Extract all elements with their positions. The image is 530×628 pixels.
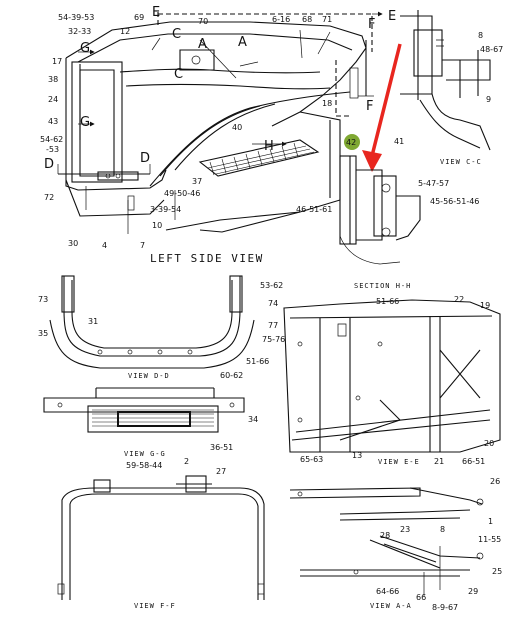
- callout-45-56-51-46: 45-56-51-46: [430, 197, 479, 206]
- callout-7: 7: [140, 241, 145, 250]
- view-c-c-diagram: [400, 10, 491, 151]
- callout-17: 17: [52, 57, 62, 66]
- callout-48-67: 48-67: [480, 45, 503, 54]
- callout-22: 22: [454, 295, 464, 304]
- section-letter-h: H: [264, 139, 274, 154]
- view-f-f-title: VIEW F-F: [134, 602, 176, 610]
- callout-59-58-44: 59-58-44: [126, 461, 162, 470]
- view-f-f-diagram: [57, 475, 265, 600]
- callout-31: 31: [88, 317, 98, 326]
- callout-38: 38: [48, 75, 58, 84]
- callout-36-51: 36-51: [210, 443, 233, 452]
- callout-43: 43: [48, 117, 58, 126]
- view-g-g-title: VIEW G-G: [124, 450, 166, 458]
- callout-8: 8: [478, 31, 483, 40]
- view-d-d-diagram: [49, 275, 255, 369]
- callout-73: 73: [38, 295, 48, 304]
- callout-68: 68: [302, 15, 312, 24]
- callout-20: 20: [484, 439, 494, 448]
- callout-9: 9: [486, 95, 491, 104]
- callout-1: 1: [488, 517, 493, 526]
- view-a-a-diagram: [289, 487, 484, 596]
- callout-54-39-53: 54-39-53: [58, 13, 94, 22]
- callout-2: 2: [184, 457, 189, 466]
- callout-37: 37: [192, 177, 202, 186]
- callout-41: 41: [394, 137, 404, 146]
- view-d-d-title: VIEW D-D: [128, 372, 170, 380]
- section-letter-g-lower: G: [80, 115, 90, 130]
- callout-3-39-54: 3-39-54: [150, 205, 181, 214]
- callout-8-a-a: 8: [440, 525, 445, 534]
- section-h-h-title: SECTION H-H: [354, 282, 411, 290]
- callout-12: 12: [120, 27, 130, 36]
- callout-34: 34: [248, 415, 258, 424]
- section-letter-a-mid: A: [238, 35, 247, 50]
- section-letter-g-upper: G: [80, 41, 90, 56]
- callout-40: 40: [232, 123, 242, 132]
- view-g-g-diagram: [43, 387, 245, 433]
- callout-4: 4: [102, 241, 107, 250]
- section-letter-a-upper: A: [198, 37, 207, 52]
- grille: [198, 139, 320, 177]
- callout-64-66: 64-66: [376, 587, 399, 596]
- view-e-e-diagram: [283, 299, 501, 453]
- callout-29: 29: [468, 587, 478, 596]
- section-h-h-diagram: [339, 155, 421, 265]
- highlight-marker: [344, 134, 360, 150]
- section-letter-e-top: E: [152, 5, 160, 20]
- callout-5-47-57: 5-47-57: [418, 179, 449, 188]
- callout-74: 74: [268, 299, 278, 308]
- section-letter-e-right: E: [388, 9, 396, 24]
- callout-66-51: 66-51: [462, 457, 485, 466]
- callout-53-62: 53-62: [260, 281, 283, 290]
- callout-23: 23: [400, 525, 410, 534]
- callout-66: 66: [416, 593, 426, 602]
- callout-19: 19: [480, 301, 490, 310]
- callout-53: -53: [46, 145, 59, 154]
- left-side-view-title: LEFT SIDE VIEW: [150, 252, 264, 265]
- view-c-c-title: VIEW C-C: [440, 158, 482, 166]
- view-a-a-title: VIEW A-A: [370, 602, 412, 610]
- callout-49-50-46: 49-50-46: [164, 189, 200, 198]
- callout-24: 24: [48, 95, 58, 104]
- callout-51-66-left: 51-66: [246, 357, 269, 366]
- callout-60-62: 60-62: [220, 371, 243, 380]
- callout-75-76: 75-76: [262, 335, 285, 344]
- callout-28: 28: [380, 531, 390, 540]
- section-letter-d-right: D: [140, 151, 150, 166]
- section-letter-f-right: F: [366, 99, 373, 114]
- view-e-e-title: VIEW E-E: [378, 458, 420, 466]
- callout-70: 70: [198, 17, 208, 26]
- left-side-view: [57, 11, 383, 234]
- highlight-label: 42: [346, 138, 356, 147]
- callout-26: 26: [490, 477, 500, 486]
- callout-21: 21: [434, 457, 444, 466]
- callout-72: 72: [44, 193, 54, 202]
- callout-18: 18: [322, 99, 332, 108]
- callout-32-33: 32-33: [68, 27, 91, 36]
- section-letter-f-top: F: [368, 17, 375, 32]
- callout-35: 35: [38, 329, 48, 338]
- section-letter-c-lower: C: [174, 67, 183, 82]
- section-letter-d-left: D: [44, 157, 54, 172]
- callout-27: 27: [216, 467, 226, 476]
- callout-54-62: 54-62: [40, 135, 63, 144]
- callout-71: 71: [322, 15, 332, 24]
- callout-51-66-top: 51-66: [376, 297, 399, 306]
- callout-46-51-61: 46-51-61: [296, 205, 332, 214]
- callout-30: 30: [68, 239, 78, 248]
- highlight-arrow: [362, 43, 402, 172]
- section-letter-c-upper: C: [172, 27, 181, 42]
- callout-69: 69: [134, 13, 144, 22]
- callout-65-63: 65-63: [300, 455, 323, 464]
- callout-11-55: 11-55: [478, 535, 501, 544]
- callout-8-9-67: 8-9-67: [432, 603, 458, 612]
- callout-10: 10: [152, 221, 162, 230]
- callout-13: 13: [352, 451, 362, 460]
- callout-77: 77: [268, 321, 278, 330]
- callout-6-16: 6-16: [272, 15, 290, 24]
- callout-25: 25: [492, 567, 502, 576]
